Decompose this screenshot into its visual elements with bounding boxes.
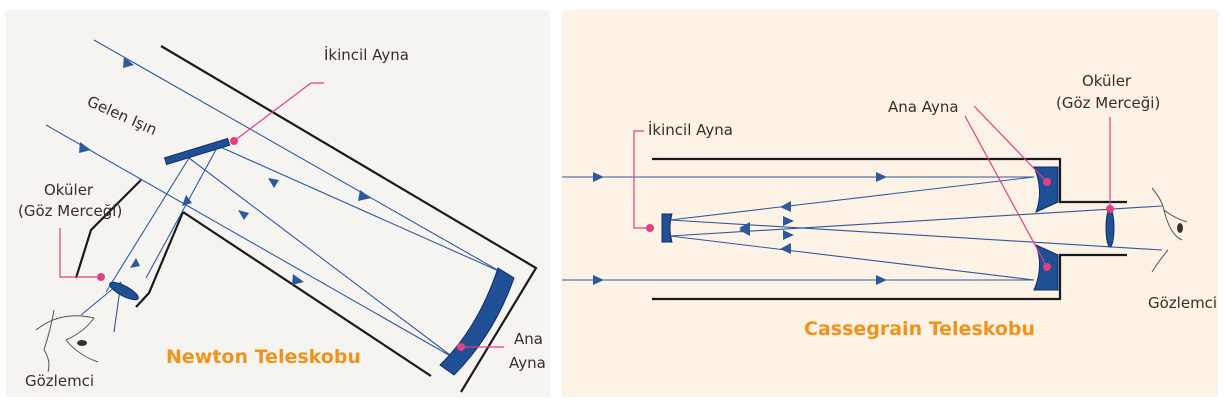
cassegrain-tube-upper bbox=[652, 157, 1127, 204]
cassegrain-primary-dot-bottom bbox=[1043, 263, 1051, 271]
newton-eyepiece-label-sub: (Göz Merceği) bbox=[18, 202, 122, 220]
cassegrain-secondary-leader bbox=[633, 130, 650, 229]
cassegrain-title: Cassegrain Teleskobu bbox=[804, 318, 1035, 340]
cassegrain-arrow bbox=[783, 216, 794, 226]
cassegrain-arrow bbox=[780, 243, 791, 254]
cassegrain-eyepiece-ray-2 bbox=[669, 205, 1163, 237]
newton-tube-upper-wall bbox=[160, 45, 538, 393]
newton-diagram-svg: Gelen Işın İkincil Ayna Oküler (Göz Merc… bbox=[18, 39, 546, 393]
newton-arrow bbox=[238, 210, 249, 220]
cassegrain-reflected-ray-bottom bbox=[669, 235, 1035, 281]
newton-secondary-dot bbox=[230, 137, 238, 145]
newton-arrow bbox=[292, 274, 304, 285]
newton-primary-dot bbox=[457, 343, 465, 351]
newton-primary-mirror-label-sub: Ayna bbox=[509, 354, 546, 372]
cassegrain-eyepiece-ray-1 bbox=[669, 219, 1163, 251]
newton-incoming-light-label: Gelen Işın bbox=[84, 92, 159, 139]
cassegrain-diagram-svg: İkincil Ayna Ana Ayna Oküler (Göz Merceğ… bbox=[562, 72, 1217, 340]
cassegrain-eyepiece-label-sub: (Göz Merceği) bbox=[1056, 94, 1160, 112]
newton-secondary-mirror bbox=[163, 137, 231, 166]
newton-arrow bbox=[123, 57, 134, 68]
newton-tube-lower-wall bbox=[182, 211, 432, 377]
newton-eyepiece-ray-1 bbox=[145, 145, 219, 279]
newton-eyepiece-dot bbox=[97, 273, 105, 281]
cassegrain-primary-leader-top bbox=[973, 105, 1048, 183]
cassegrain-primary-dot-top bbox=[1043, 178, 1051, 186]
newton-primary-mirror-label: Ana bbox=[514, 330, 543, 348]
cassegrain-arrow bbox=[593, 275, 604, 285]
cassegrain-primary-mirror-label: Ana Ayna bbox=[888, 98, 959, 116]
newton-title: Newton Teleskobu bbox=[166, 346, 361, 368]
cassegrain-eyepiece-label: Oküler bbox=[1082, 72, 1132, 90]
cassegrain-arrow bbox=[780, 201, 791, 212]
newton-secondary-leader bbox=[233, 82, 324, 142]
newton-reflected-ray-1 bbox=[217, 145, 502, 273]
newton-arrow bbox=[182, 195, 192, 206]
cassegrain-arrow bbox=[739, 225, 750, 236]
newton-arrow bbox=[268, 178, 279, 188]
cassegrain-arrow bbox=[593, 172, 604, 182]
cassegrain-eyepiece-dot bbox=[1106, 205, 1114, 213]
newton-arrow bbox=[358, 190, 371, 201]
newton-observer-eye-icon bbox=[35, 309, 99, 373]
cassegrain-secondary-mirror-label: İkincil Ayna bbox=[648, 120, 733, 139]
newton-observer-label: Gözlemci bbox=[25, 372, 94, 390]
cassegrain-eyepiece-lens bbox=[1105, 208, 1115, 248]
newton-eyepiece-tube bbox=[74, 179, 142, 279]
newton-incoming-ray-2 bbox=[45, 124, 455, 359]
cassegrain-secondary-dot bbox=[646, 224, 654, 232]
cassegrain-observer-eye-icon bbox=[1151, 187, 1188, 273]
cassegrain-primary-leader-bottom bbox=[964, 115, 1048, 268]
newton-telescope-diagram: Gelen Işın İkincil Ayna Oküler (Göz Merc… bbox=[6, 10, 550, 397]
cassegrain-arrow bbox=[783, 230, 794, 240]
newton-eyepiece-lens bbox=[109, 281, 139, 301]
newton-arrow bbox=[79, 142, 91, 153]
cassegrain-tube-lower bbox=[652, 253, 1127, 301]
newton-eyepiece-ray-2 bbox=[105, 157, 190, 293]
cassegrain-observer-label: Gözlemci bbox=[1148, 294, 1217, 312]
cassegrain-reflected-ray-top bbox=[669, 176, 1035, 221]
cassegrain-telescope-diagram: İkincil Ayna Ana Ayna Oküler (Göz Merceğ… bbox=[562, 10, 1218, 397]
newton-reflected-ray-2 bbox=[188, 157, 455, 359]
newton-eyepiece-label: Oküler bbox=[44, 181, 94, 199]
cassegrain-arrow bbox=[876, 172, 887, 182]
cassegrain-arrow bbox=[876, 275, 887, 285]
newton-incoming-ray-1 bbox=[93, 39, 502, 273]
newton-secondary-mirror-label: İkincil Ayna bbox=[324, 45, 409, 64]
cassegrain-secondary-mirror bbox=[661, 213, 673, 243]
newton-eyepiece-tube-lower bbox=[135, 211, 185, 308]
newton-arrow bbox=[130, 258, 140, 268]
cassegrain-primary-mirror-top bbox=[1033, 166, 1059, 213]
newton-eyepiece-leader bbox=[59, 228, 99, 278]
